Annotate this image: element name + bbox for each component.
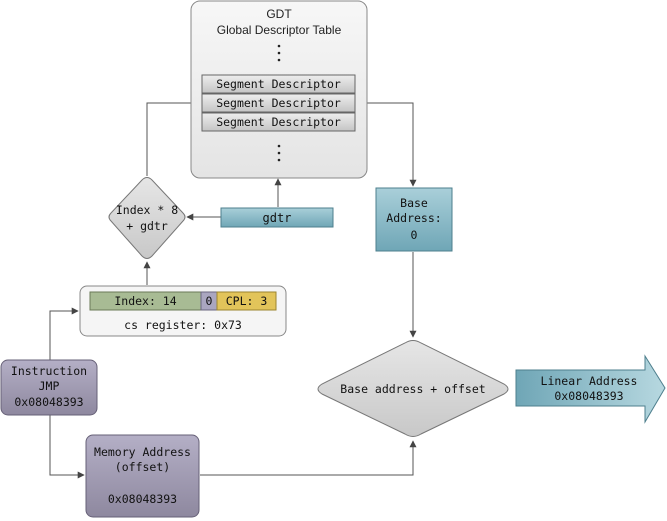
- segment-descriptor-row: [201, 74, 356, 94]
- arrow-instruction-to-csreg: [49, 307, 79, 360]
- adder-label: Base address + offset: [340, 382, 485, 396]
- arrow-descriptor-to-base: [356, 102, 417, 187]
- index-calc-line1: Index * 8: [116, 203, 178, 217]
- connectors: [49, 99, 417, 479]
- gdt-title: GDT: [266, 7, 292, 21]
- segment-descriptor-label: Segment Descriptor: [216, 77, 341, 91]
- adder-diamond: Base address + offset: [317, 340, 509, 437]
- index-calc-line2: + gdtr: [126, 219, 168, 233]
- instruction-line1: Instruction: [11, 364, 87, 378]
- cs-index-label: Index: 14: [114, 294, 176, 308]
- instruction-box: Instruction JMP 0x08048393: [0, 359, 98, 416]
- linear-address-line2: 0x08048393: [554, 389, 623, 403]
- memory-address-line3: 0x08048393: [108, 492, 177, 506]
- segment-descriptor-label: Segment Descriptor: [216, 115, 341, 129]
- memory-address-line1: Memory Address: [94, 445, 191, 459]
- segment-descriptor-row: [201, 112, 356, 132]
- base-address-box: Base Address: 0: [375, 187, 453, 252]
- arrow-memaddr-to-adder: [200, 440, 417, 476]
- instruction-line3: 0x08048393: [14, 395, 83, 409]
- ellipsis-bottom-icon: [277, 144, 281, 162]
- ellipsis-top-icon: [277, 44, 281, 62]
- memory-address-box: Memory Address (offset) 0x08048393: [85, 434, 200, 518]
- cs-ti-label: 0: [206, 294, 213, 308]
- gdt-panel: GDT Global Descriptor Table Segment Desc…: [190, 0, 368, 179]
- gdt-subtitle: Global Descriptor Table: [217, 23, 342, 37]
- base-address-line2: Address:: [386, 211, 441, 225]
- segment-descriptor-label: Segment Descriptor: [216, 96, 341, 110]
- memory-address-line2: (offset): [115, 460, 170, 474]
- arrow-diamond-to-descriptor: [146, 99, 200, 176]
- cs-cpl-label: CPL: 3: [226, 294, 268, 308]
- arrow-instruction-to-memaddr: [49, 415, 85, 479]
- gdtr-register: gdtr: [220, 207, 334, 228]
- cs-cpl-field: [216, 291, 277, 311]
- base-address-line1: Base: [400, 196, 428, 210]
- instruction-line2: JMP: [39, 379, 60, 393]
- base-address-line3: 0: [411, 228, 418, 242]
- segment-descriptor-row: [201, 93, 356, 113]
- cs-register-caption: cs register: 0x73: [124, 318, 242, 332]
- gdtr-label: gdtr: [263, 211, 292, 225]
- gdt-descriptor-list: Segment Descriptor Segment Descriptor Se…: [201, 74, 356, 132]
- index-calc-diamond: Index * 8 + gdtr: [108, 177, 186, 259]
- cs-register-panel: Index: 14 0 CPL: 3 cs register: 0x73: [79, 285, 287, 337]
- linear-address-arrow: Linear Address 0x08048393: [515, 354, 666, 424]
- linear-address-line1: Linear Address: [541, 374, 638, 388]
